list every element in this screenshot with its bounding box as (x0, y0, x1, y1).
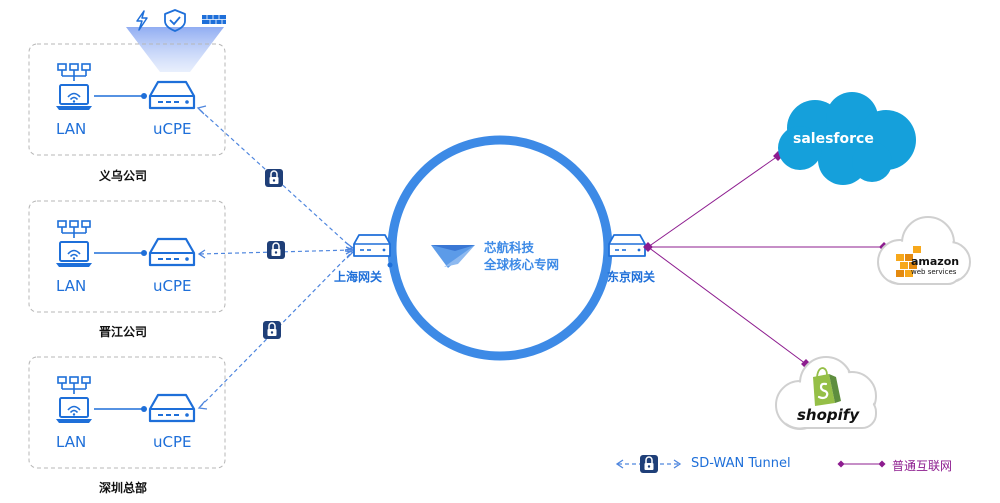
link-dot (141, 250, 147, 256)
core-title: 芯航科技 (484, 240, 535, 255)
arrow-head (197, 400, 208, 410)
lan-topology-icon (57, 376, 91, 395)
tunnel-jinjiang (199, 249, 353, 255)
firewall-icon (202, 15, 226, 24)
laptop-wifi-icon (55, 84, 93, 111)
lan-label: LAN (56, 433, 87, 451)
lan-topology-icon (57, 63, 91, 82)
laptop-wifi-icon (55, 241, 93, 268)
site-name: 义乌公司 (99, 169, 148, 183)
ucpe-device-icon (148, 237, 196, 267)
xinhang-logo-icon (431, 245, 475, 268)
legend-sdwan-label: SD-WAN Tunnel (691, 456, 791, 471)
lock-icon (264, 168, 284, 188)
lan-label: LAN (56, 120, 87, 138)
aws-sub-label: web services (911, 268, 957, 276)
aws-main-label: amazon (911, 255, 960, 268)
arrow-head (344, 241, 355, 251)
site-name: 深圳总部 (99, 481, 148, 495)
lock-icon (262, 320, 282, 340)
legend-internet (837, 460, 886, 468)
ucpe-label: uCPE (153, 277, 192, 295)
link-dot (643, 242, 653, 252)
lightning-icon (136, 10, 148, 31)
lan-label: LAN (56, 277, 87, 295)
salesforce-cloud-icon (778, 92, 916, 185)
shopify-bag-icon (813, 367, 841, 406)
ucpe-label: uCPE (153, 120, 192, 138)
core-network-ring (387, 135, 613, 361)
security-beam (126, 27, 224, 72)
tokyo-gateway-icon (608, 234, 646, 257)
shanghai-gateway-icon (353, 234, 391, 257)
legend-sdwan (615, 454, 682, 474)
arrow-head (196, 105, 207, 115)
link-dot (141, 406, 147, 412)
laptop-wifi-icon (55, 397, 93, 424)
shopify-label: shopify (797, 406, 860, 424)
site-box-yiwu (28, 43, 226, 156)
lock-icon (639, 454, 659, 474)
ucpe-label: uCPE (153, 433, 192, 451)
lan-topology-icon (57, 220, 91, 239)
ucpe-device-icon (148, 80, 196, 110)
tokyo-gateway-label: 东京网关 (607, 270, 656, 284)
site-box-jinjiang (28, 200, 226, 313)
lock-icon (266, 240, 286, 260)
link-dot (141, 93, 147, 99)
link-dot (387, 262, 393, 268)
arrow-head (197, 249, 206, 259)
legend-internet-label: 普通互联网 (892, 459, 953, 473)
internet-link-salesforce (647, 155, 779, 248)
core-subtitle: 全球核心专网 (484, 257, 560, 272)
shield-check-icon (164, 9, 186, 32)
internet-links (647, 155, 884, 365)
shanghai-gateway-label: 上海网关 (334, 270, 383, 284)
tunnel-yiwu (199, 109, 353, 249)
aws-cubes-icon (896, 246, 921, 277)
salesforce-label: salesforce (793, 131, 874, 147)
site-box-shenzhen (28, 356, 226, 469)
arrow-head (345, 246, 355, 255)
arrow-head (344, 250, 355, 259)
internet-link-shopify (647, 246, 807, 365)
ucpe-device-icon (148, 393, 196, 423)
site-name: 晋江公司 (99, 325, 148, 339)
